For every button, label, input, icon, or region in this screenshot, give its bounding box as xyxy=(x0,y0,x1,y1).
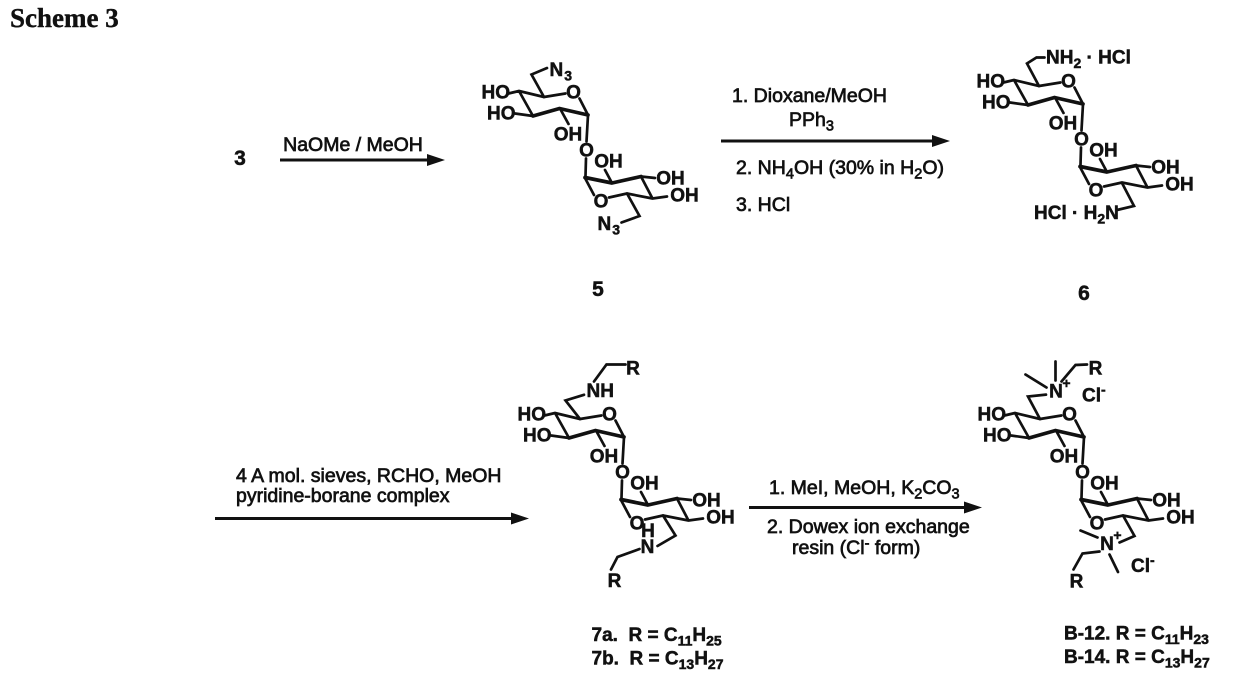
svg-text:NH2 · HCl: NH2 · HCl xyxy=(1046,48,1131,72)
svg-text:N: N xyxy=(1049,382,1063,403)
svg-text:H: H xyxy=(641,521,655,542)
svg-text:Scheme 3: Scheme 3 xyxy=(10,3,119,33)
svg-text:1. MeI, MeOH, K2CO3: 1. MeI, MeOH, K2CO3 xyxy=(769,477,960,503)
svg-text:B-12. R = C11H23: B-12. R = C11H23 xyxy=(1064,624,1209,648)
svg-text:+: + xyxy=(1062,375,1070,391)
svg-text:B-14. R = C13H27: B-14. R = C13H27 xyxy=(1064,647,1210,671)
svg-text:2. NH4OH (30% in H2O): 2. NH4OH (30% in H2O) xyxy=(736,157,944,183)
svg-text:HCl · H2N: HCl · H2N xyxy=(1034,203,1119,227)
svg-text:1. Dioxane/MeOH: 1. Dioxane/MeOH xyxy=(732,85,887,107)
svg-text:NH: NH xyxy=(587,381,614,402)
svg-text:3. HCl: 3. HCl xyxy=(736,194,790,216)
svg-text:resin (Cl- form): resin (Cl- form) xyxy=(792,536,920,559)
svg-text:7a. R = C11H25: 7a. R = C11H25 xyxy=(592,625,722,649)
svg-text:NaOMe / MeOH: NaOMe / MeOH xyxy=(283,134,423,156)
svg-text:7b. R = C13H27: 7b. R = C13H27 xyxy=(592,649,724,673)
svg-text:R: R xyxy=(608,571,622,592)
svg-text:R: R xyxy=(1089,359,1103,380)
svg-text:3: 3 xyxy=(234,147,246,170)
svg-text:pyridine-borane complex: pyridine-borane complex xyxy=(236,485,450,507)
svg-text:6: 6 xyxy=(1078,282,1090,305)
svg-text:R: R xyxy=(1070,572,1084,593)
svg-text:2. Dowex ion exchange: 2. Dowex ion exchange xyxy=(767,516,970,538)
svg-text:4 A mol. sieves, RCHO, MeOH: 4 A mol. sieves, RCHO, MeOH xyxy=(236,465,502,487)
svg-text:N: N xyxy=(1100,534,1114,555)
svg-text:+: + xyxy=(1113,527,1121,543)
svg-text:N: N xyxy=(641,537,655,558)
svg-text:Cl-: Cl- xyxy=(1082,382,1106,407)
svg-text:5: 5 xyxy=(592,278,604,301)
svg-text:R: R xyxy=(626,359,640,380)
